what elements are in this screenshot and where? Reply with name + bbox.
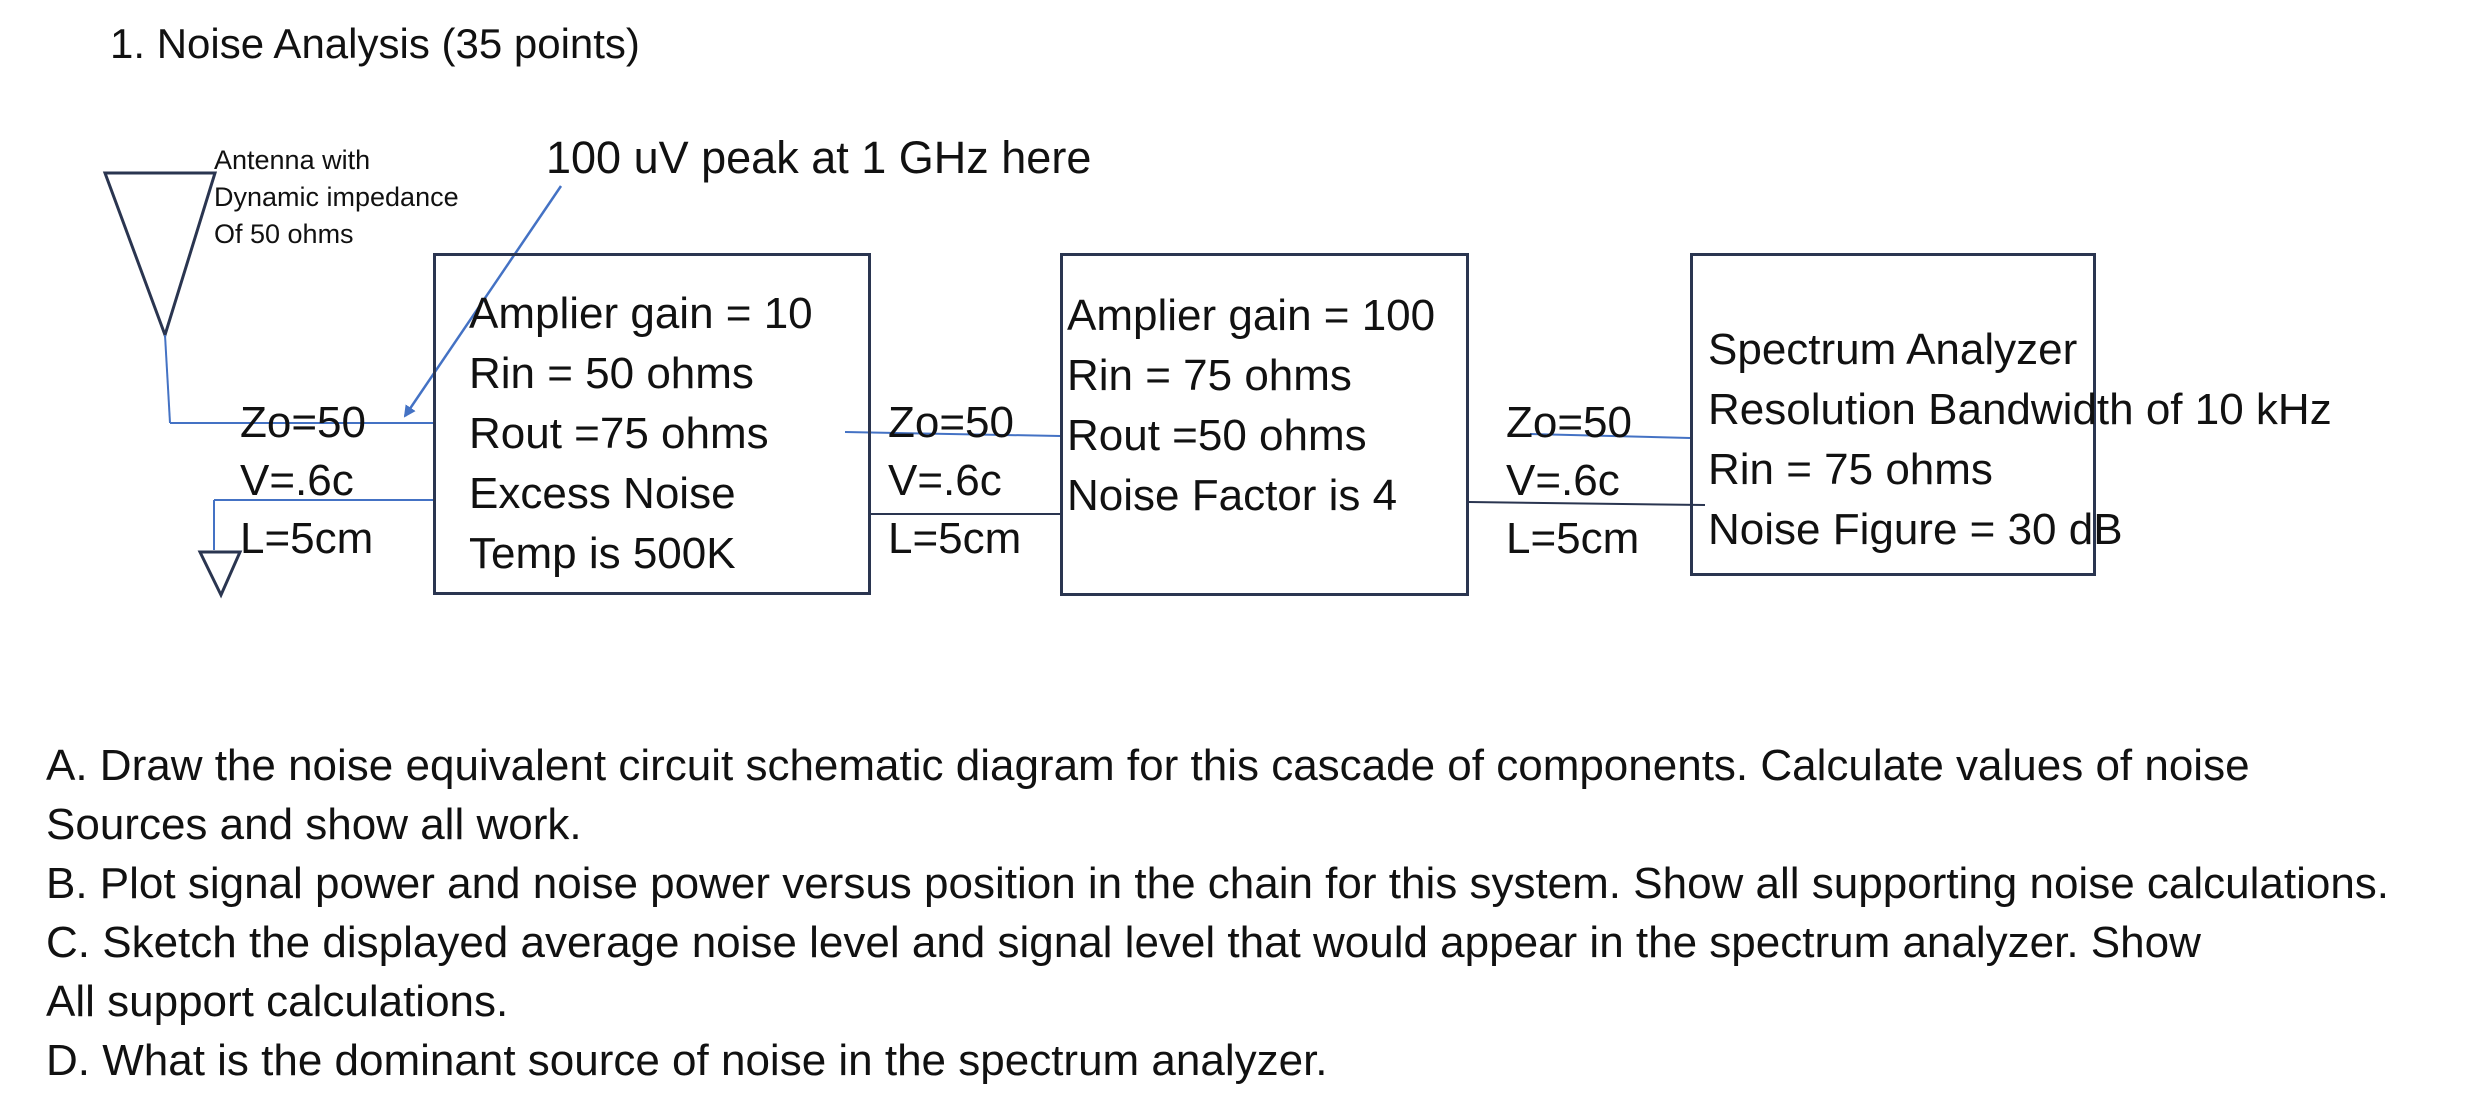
- tline1-l: L=5cm: [240, 514, 374, 563]
- page-title: 1. Noise Analysis (35 points): [110, 20, 640, 67]
- antenna-note-line: Of 50 ohms: [214, 219, 354, 249]
- amp1-line: Rout =75 ohms: [469, 409, 769, 458]
- questions: A. Draw the noise equivalent circuit sch…: [46, 736, 2389, 1090]
- tline3-l: L=5cm: [1506, 514, 1640, 563]
- question-line: All support calculations.: [46, 977, 509, 1026]
- amp2-line: Rout =50 ohms: [1067, 411, 1367, 460]
- tline3-v: V=.6c: [1506, 456, 1620, 505]
- question-line: Sources and show all work.: [46, 800, 582, 849]
- antenna-note: Antenna with Dynamic impedance Of 50 ohm…: [214, 142, 459, 253]
- amp1-line: Excess Noise: [469, 469, 736, 518]
- amplifier-1-box: [433, 253, 871, 595]
- tline2-l: L=5cm: [888, 514, 1022, 563]
- tline3-top-wire: [1529, 433, 1691, 439]
- tline3-bottom-wire: [1468, 501, 1706, 506]
- question-line: B. Plot signal power and noise power ver…: [46, 859, 2390, 908]
- analyzer-line: Noise Figure = 30 dB: [1708, 505, 2123, 554]
- tline2-top-wire: [844, 431, 1061, 437]
- amp1-line: Rin = 50 ohms: [469, 349, 754, 398]
- spectrum-analyzer-box: [1690, 253, 2096, 576]
- tline-3-label: Zo=50 V=.6c L=5cm: [1506, 394, 1639, 568]
- ground-symbol: [197, 550, 243, 599]
- tline2-zo: Zo=50: [888, 398, 1014, 447]
- amp2-line: Noise Factor is 4: [1067, 471, 1398, 520]
- antenna-symbol: [102, 171, 218, 340]
- tline2-v: V=.6c: [888, 456, 1002, 505]
- amp1-line: Amplier gain = 10: [469, 289, 813, 338]
- amp2-line: Amplier gain = 100: [1067, 291, 1436, 340]
- question-line: A. Draw the noise equivalent circuit sch…: [46, 741, 2250, 790]
- amplifier-1-specs: Amplier gain = 10 Rin = 50 ohms Rout =75…: [469, 284, 813, 584]
- signal-pointer-arrow: [403, 185, 563, 418]
- spectrum-analyzer-specs: Spectrum Analyzer Resolution Bandwidth o…: [1708, 320, 2332, 560]
- tline-2-label: Zo=50 V=.6c L=5cm: [888, 394, 1021, 568]
- question-line: C. Sketch the displayed average noise le…: [46, 918, 2201, 967]
- tline1-zo: Zo=50: [240, 398, 366, 447]
- analyzer-line: Rin = 75 ohms: [1708, 445, 1993, 494]
- amplifier-2-specs: Amplier gain = 100 Rin = 75 ohms Rout =5…: [1067, 286, 1435, 526]
- analyzer-line: Resolution Bandwidth of 10 kHz: [1708, 385, 2332, 434]
- signal-note: 100 uV peak at 1 GHz here: [546, 132, 1092, 183]
- antenna-note-line: Antenna with: [214, 145, 371, 175]
- antenna-feed-line: [164, 334, 171, 424]
- amp2-line: Rin = 75 ohms: [1067, 351, 1352, 400]
- tline-1-label: Zo=50 V=.6c L=5cm: [240, 394, 373, 568]
- antenna-note-line: Dynamic impedance: [214, 182, 459, 212]
- tline3-zo: Zo=50: [1506, 398, 1632, 447]
- amp1-line: Temp is 500K: [469, 529, 736, 578]
- analyzer-line: Spectrum Analyzer: [1708, 325, 2078, 374]
- tline1-v: V=.6c: [240, 456, 354, 505]
- question-line: D. What is the dominant source of noise …: [46, 1036, 1328, 1085]
- amplifier-2-box: [1060, 253, 1469, 596]
